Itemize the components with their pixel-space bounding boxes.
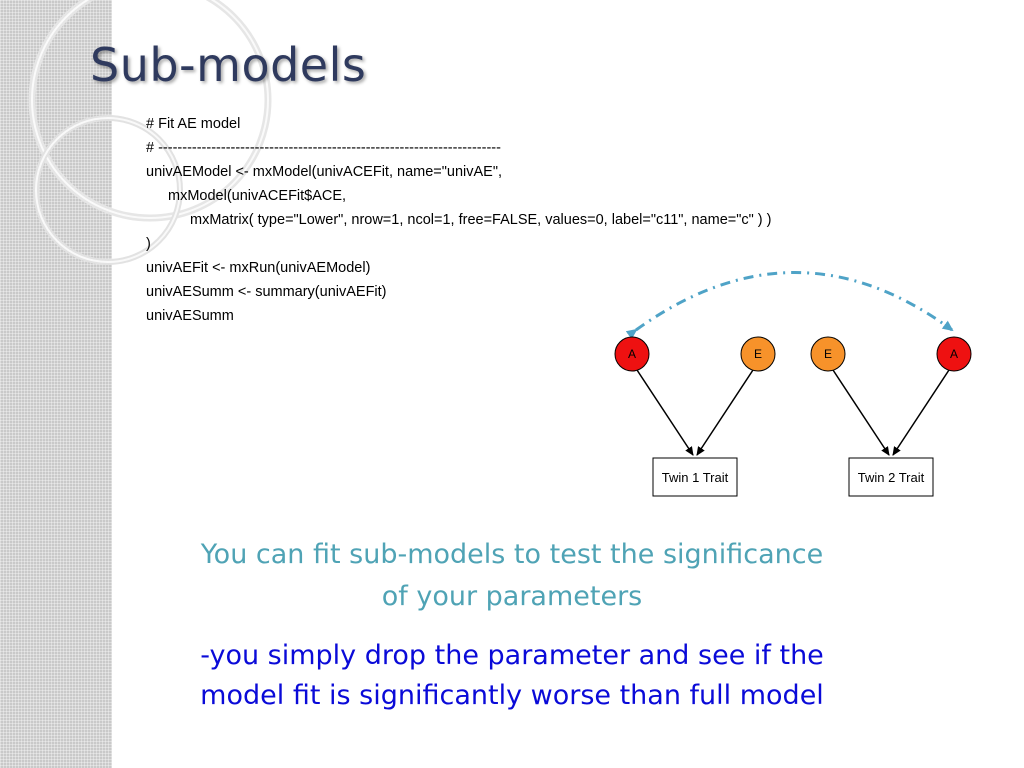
node-e-twin2: E bbox=[810, 336, 846, 372]
node-e-twin1: E bbox=[740, 336, 776, 372]
box-label: Twin 1 Trait bbox=[662, 470, 729, 485]
caption-line: of your parameters bbox=[381, 581, 643, 612]
code-line: # --------------------------------------… bbox=[146, 140, 501, 156]
node-a-twin1: A bbox=[614, 336, 650, 372]
caption-significance: You can fit sub-models to test the signi… bbox=[112, 534, 912, 618]
caption-line: You can fit sub-models to test the signi… bbox=[200, 539, 824, 570]
node-label: E bbox=[824, 347, 832, 361]
path-a2-to-twin2 bbox=[892, 369, 950, 456]
covariance-arrow bbox=[625, 271, 954, 340]
path-diagram: A E E A Twin 1 Trait Twin 2 Trait bbox=[614, 271, 972, 497]
box-label: Twin 2 Trait bbox=[858, 470, 925, 485]
code-block: # Fit AE model # -----------------------… bbox=[146, 112, 772, 328]
box-twin1-trait: Twin 1 Trait bbox=[652, 457, 738, 497]
code-line: # Fit AE model bbox=[146, 116, 241, 132]
path-e2-to-twin2 bbox=[832, 369, 890, 456]
code-line: mxMatrix( type="Lower", nrow=1, ncol=1, … bbox=[190, 212, 772, 228]
code-line: mxModel(univACEFit$ACE, bbox=[168, 188, 347, 204]
node-label: A bbox=[950, 347, 958, 361]
node-a-twin2: A bbox=[936, 336, 972, 372]
page-title: Sub-models bbox=[90, 38, 367, 92]
caption-drop-parameter: -you simply drop the parameter and see i… bbox=[112, 636, 912, 716]
left-decorative-band bbox=[0, 0, 112, 768]
node-label: E bbox=[754, 347, 762, 361]
caption-line: model fit is significantly worse than fu… bbox=[200, 680, 824, 711]
code-line: univAEFit <- mxRun(univAEModel) bbox=[146, 260, 371, 276]
code-line: univAESumm <- summary(univAEFit) bbox=[146, 284, 387, 300]
box-twin2-trait: Twin 2 Trait bbox=[848, 457, 934, 497]
node-label: A bbox=[628, 347, 636, 361]
code-line: univAEModel <- mxModel(univACEFit, name=… bbox=[146, 164, 503, 180]
path-a1-to-twin1 bbox=[636, 369, 694, 456]
caption-line: -you simply drop the parameter and see i… bbox=[200, 640, 824, 671]
path-e1-to-twin1 bbox=[696, 369, 754, 456]
code-line: ) bbox=[146, 236, 151, 252]
code-line: univAESumm bbox=[146, 308, 234, 324]
